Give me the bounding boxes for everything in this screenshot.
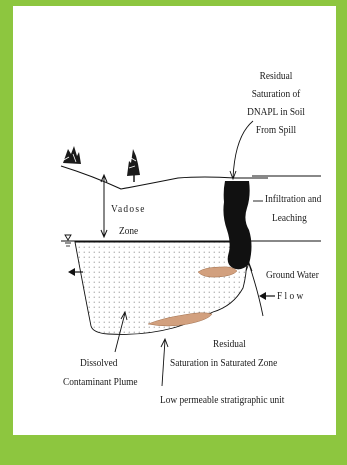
label-groundwater: Ground Water (266, 267, 319, 283)
label-residual-saturated-1: Residual (213, 336, 246, 352)
label-residual-soil-3: DNAPL in Soil (238, 104, 315, 120)
callout-residual-saturated (249, 264, 263, 316)
label-flow: F l o w (277, 288, 303, 304)
diagram-panel: Residual Saturation of DNAPL in Soil Fro… (13, 6, 336, 435)
tree-left-icon (62, 146, 81, 164)
vadose-arrow (101, 175, 107, 237)
label-residual-soil-2: Saturation of (238, 86, 315, 102)
label-plume-2: Contaminant Plume (63, 374, 138, 390)
label-infiltration-1: Infiltration and (265, 191, 321, 207)
label-residual-soil-4: From Spill (238, 122, 315, 138)
label-residual-soil-1: Residual (238, 68, 315, 84)
label-infiltration-2: Leaching (272, 210, 307, 226)
label-residual-saturated-2: Saturation in Saturated Zone (170, 355, 277, 371)
tree-right-icon (127, 149, 140, 182)
label-zone: Zone (119, 223, 138, 239)
flow-arrow (259, 292, 275, 300)
label-plume-1: Dissolved (80, 355, 117, 371)
label-low-permeable: Low permeable stratigraphic unit (160, 392, 284, 408)
callout-low-perm (162, 340, 165, 386)
label-vadose: Vadose (111, 201, 146, 217)
